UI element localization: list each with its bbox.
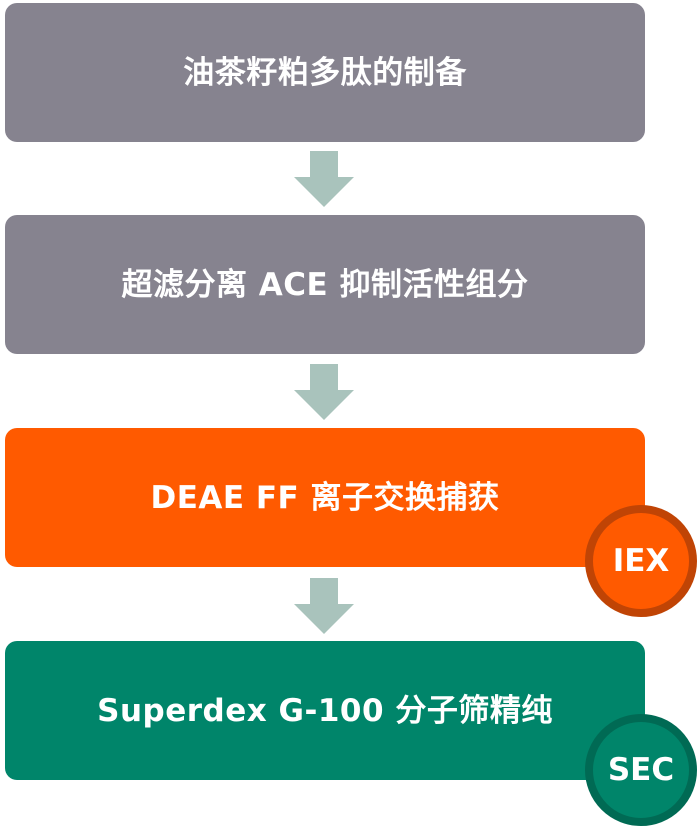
down-arrow-icon (294, 364, 354, 420)
step-4-label: Superdex G-100 分子筛精纯 (97, 693, 553, 729)
step-1-label: 油茶籽粕多肽的制备 (183, 55, 467, 91)
step-3-label: DEAE FF 离子交换捕获 (150, 480, 500, 516)
iex-badge: IEX (585, 505, 697, 617)
step-2-ultrafiltration: 超滤分离 ACE 抑制活性组分 (5, 215, 645, 354)
step-1-peptide-preparation: 油茶籽粕多肽的制备 (5, 3, 645, 142)
down-arrow-icon (294, 151, 354, 207)
step-2-label: 超滤分离 ACE 抑制活性组分 (121, 267, 529, 303)
sec-badge: SEC (585, 714, 697, 826)
iex-badge-label: IEX (612, 543, 670, 579)
sec-badge-label: SEC (607, 752, 675, 788)
step-3-ion-exchange: DEAE FF 离子交换捕获 (5, 428, 645, 567)
step-4-size-exclusion: Superdex G-100 分子筛精纯 (5, 641, 645, 780)
down-arrow-icon (294, 578, 354, 634)
